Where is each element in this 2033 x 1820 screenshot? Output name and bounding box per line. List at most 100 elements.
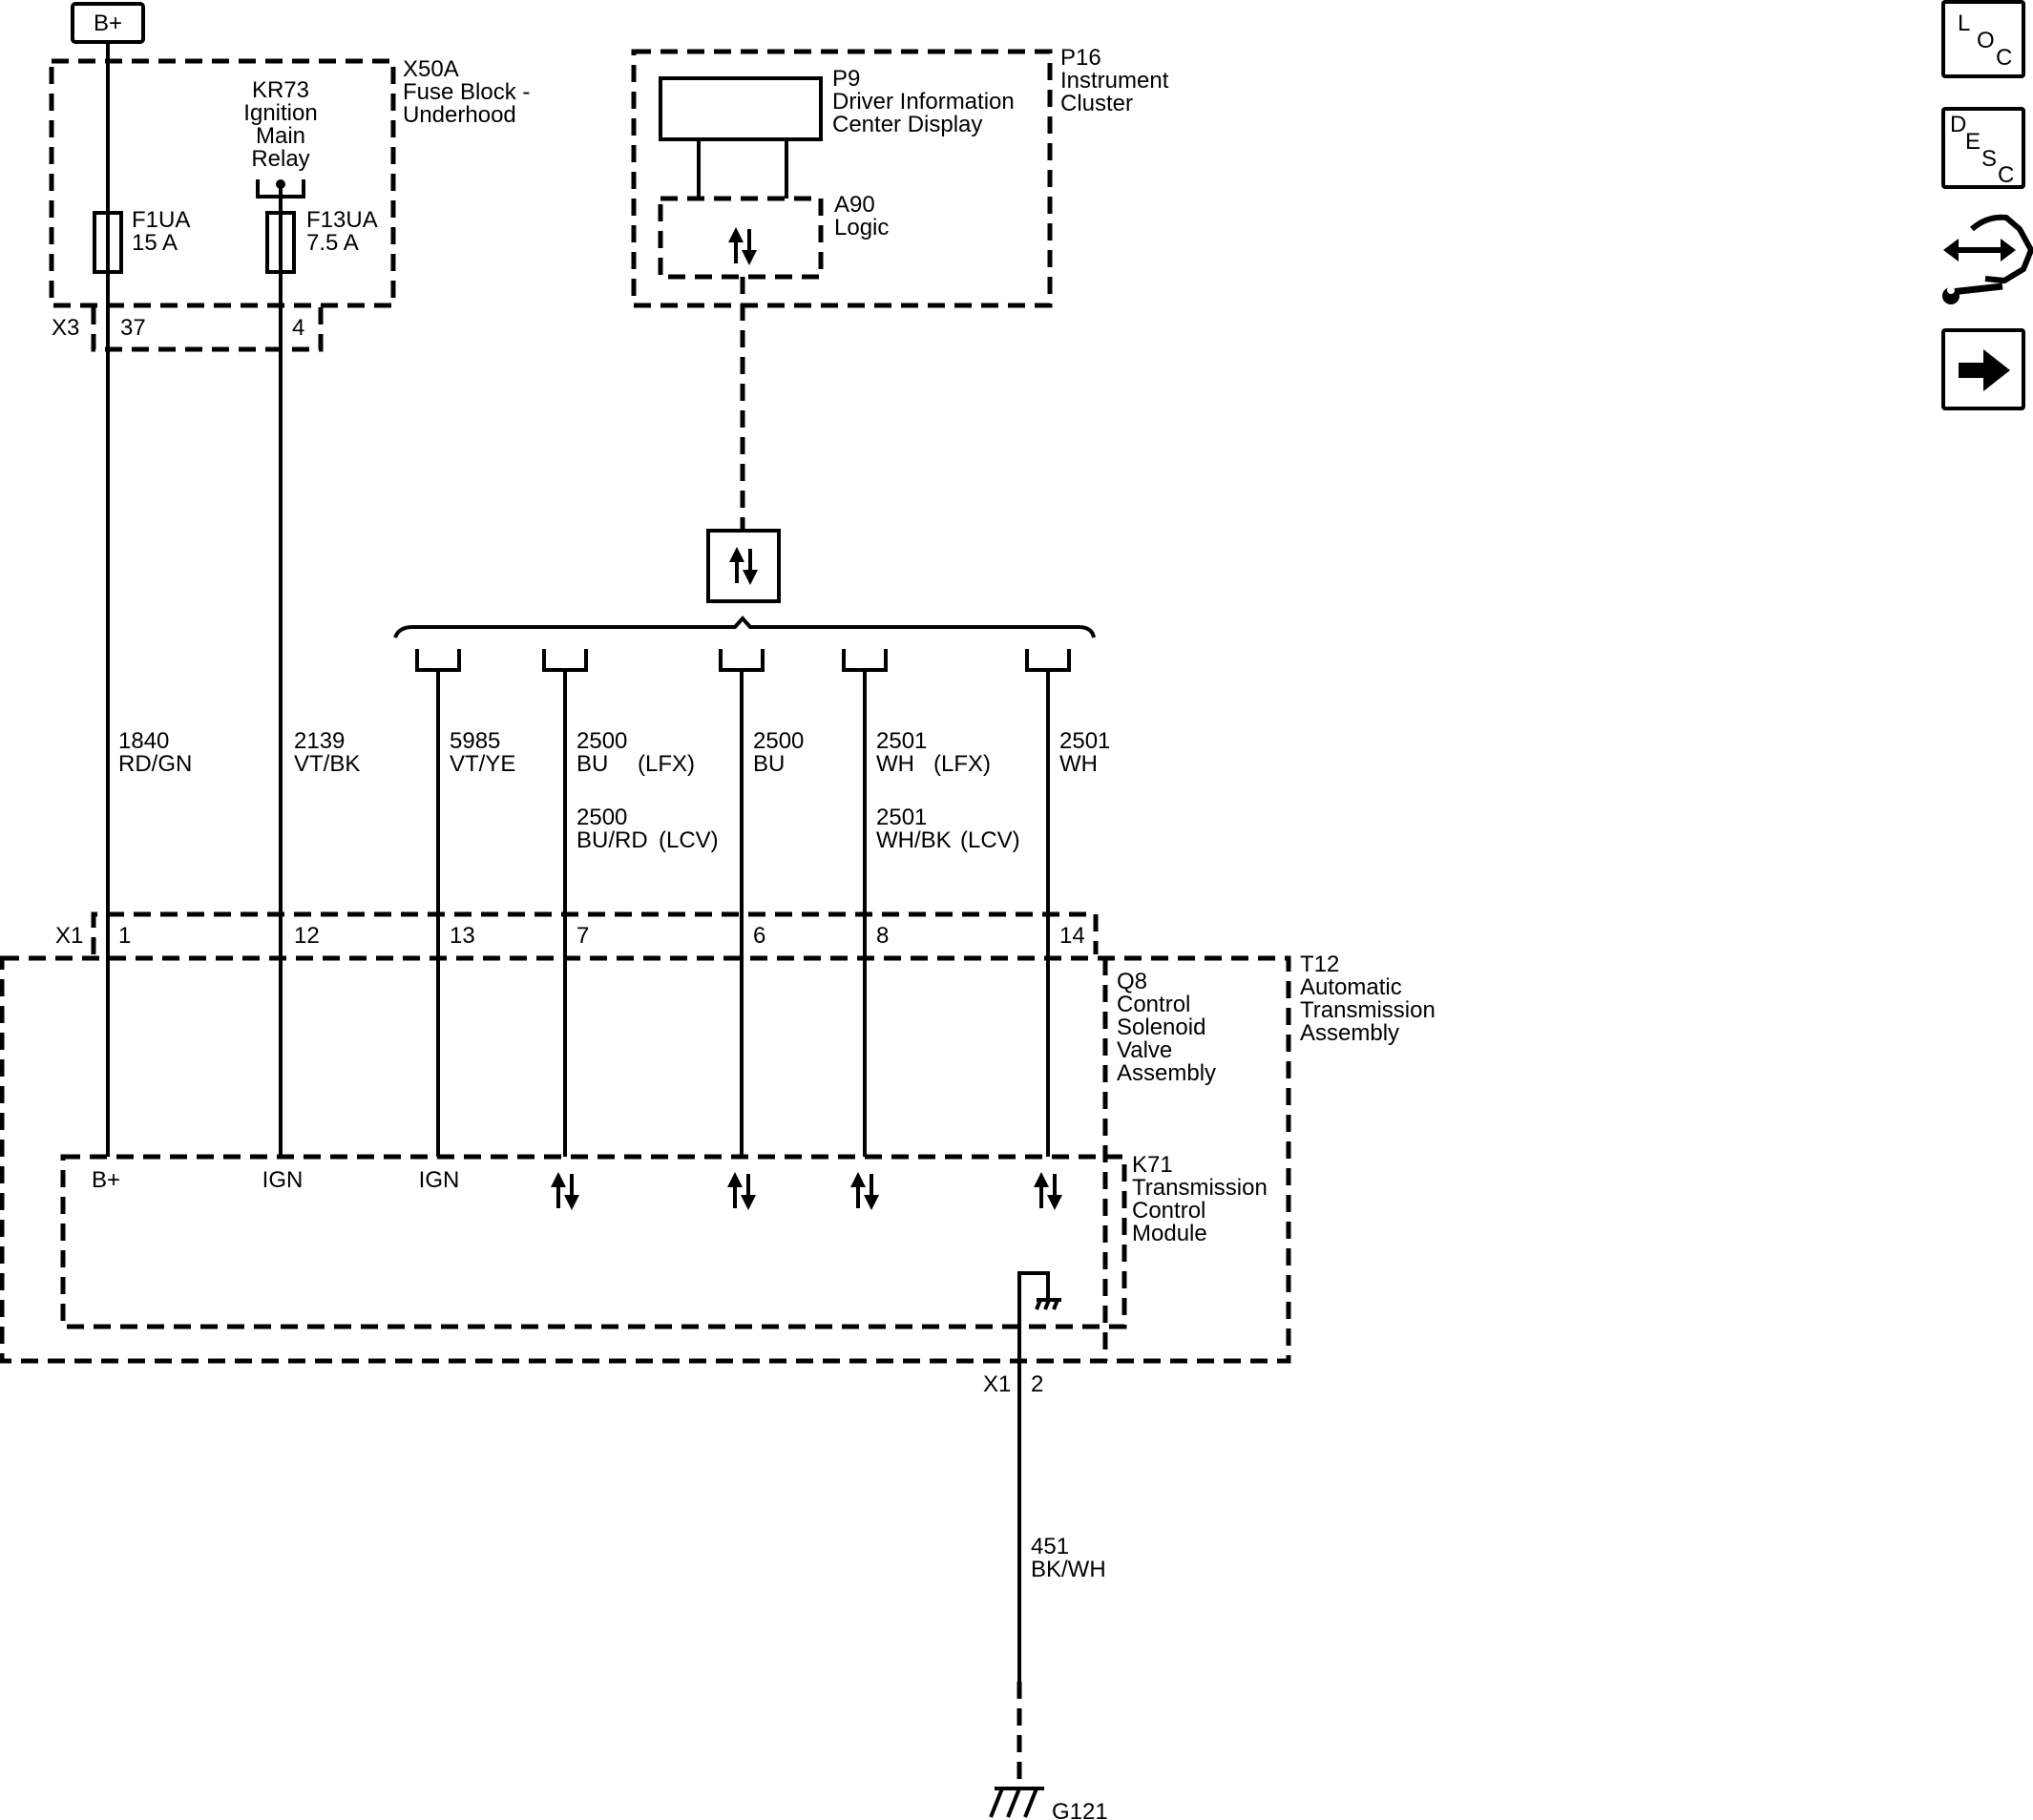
wire-2501-lfx-variant: (LFX) <box>933 751 991 777</box>
tcm-name-line1: Transmission <box>1132 1175 1268 1201</box>
x3-pin-37: 37 <box>120 315 146 341</box>
next-button[interactable] <box>1941 328 2025 410</box>
transmission-ref: T12 <box>1300 952 1339 977</box>
driver-info-display-icon <box>659 76 823 141</box>
transmission-control-module: K71 Transmission Control Module B+ IGN I… <box>60 1152 1268 1361</box>
transmission-name-line3: Assembly <box>1300 1020 1399 1046</box>
desc-button-icon[interactable] <box>1941 107 2025 189</box>
wire-labels: 1840 RD/GN 2139 VT/BK 5985 VT/YE 2500 BU… <box>118 728 1110 853</box>
x1-connector: X1 1 12 13 7 6 8 14 <box>55 911 1099 954</box>
svg-text:E: E <box>1965 129 1981 155</box>
cluster-ref: P16 <box>1060 45 1101 71</box>
x1-pin-8: 8 <box>876 923 889 949</box>
wire-2500-lcv-variant: (LCV) <box>659 827 719 853</box>
connector-wrench-button[interactable] <box>1942 214 2033 304</box>
ground-wire-color: BK/WH <box>1031 1557 1106 1582</box>
transmission-name-line1: Automatic <box>1300 974 1402 1000</box>
transmission-name-line2: Transmission <box>1300 997 1436 1023</box>
loc-button-icon[interactable] <box>1941 0 2025 78</box>
wire-2500-lcv-circuit: 2500 <box>576 805 627 830</box>
svg-text:C: C <box>1998 162 2014 188</box>
display-ref: P9 <box>832 66 860 92</box>
x1-pin-12: 12 <box>294 923 320 949</box>
fuse-block-name-line2: Underhood <box>403 102 516 128</box>
wire-2500-lfx-variant: (LFX) <box>638 751 695 777</box>
x1-connector-label: X1 <box>55 923 83 949</box>
display-name-line2: Center Display <box>832 112 982 137</box>
fuse2-ref: F13UA <box>306 207 378 233</box>
logic-name: Logic <box>834 215 889 241</box>
automatic-transmission-assembly: T12 Automatic Transmission Assembly Q8 C… <box>0 952 1436 1364</box>
fuse1-ref: F1UA <box>132 207 190 233</box>
display-name-line1: Driver Information <box>832 89 1015 115</box>
tcm-terminal-bplus: B+ <box>92 1167 120 1193</box>
fuse-block-ref: X50A <box>403 56 459 82</box>
tcm-ref: K71 <box>1132 1152 1173 1178</box>
tcm-terminal-ign-2: IGN <box>419 1167 460 1193</box>
tcm-serial-data-icon <box>1032 1170 1064 1212</box>
x3-connector-label: X3 <box>52 315 79 341</box>
ground-wire-circuit: 451 <box>1031 1534 1069 1559</box>
battery-power-source: B+ <box>71 2 145 44</box>
wire-2500-lfx-circuit: 2500 <box>576 728 627 754</box>
x1-pin-13: 13 <box>450 923 475 949</box>
wire-2500-lfx-color: BU <box>576 751 608 777</box>
cluster-name-line1: Instrument <box>1060 68 1169 94</box>
tcm-serial-data-icon <box>549 1170 581 1212</box>
x1-pin-7: 7 <box>576 923 589 949</box>
connector-wrench-icon[interactable] <box>1942 214 2033 304</box>
wire-2501-lfx-circuit: 2501 <box>876 728 927 754</box>
next-arrow-icon[interactable] <box>1941 328 2025 410</box>
wire-2139-circuit: 2139 <box>294 728 345 754</box>
svg-text:D: D <box>1950 112 1966 137</box>
serial-data-bus-icon <box>706 529 781 603</box>
wire-2500-circuit: 2500 <box>753 728 804 754</box>
relay-name-line1: Ignition <box>243 100 317 126</box>
fuse-block-name-line1: Fuse Block - <box>403 79 530 105</box>
ground-pin: 2 <box>1031 1371 1043 1397</box>
tcm-ground-icon <box>1017 1271 1050 1361</box>
solenoid-name-line1: Control <box>1117 992 1190 1017</box>
fuse1-rating: 15 A <box>132 230 178 256</box>
wire-2500-lcv-color: BU/RD <box>576 827 648 853</box>
x1-pin-1: 1 <box>118 923 131 949</box>
wire-2501-circuit: 2501 <box>1059 728 1110 754</box>
wire-5985-color: VT/YE <box>450 751 515 777</box>
tcm-name-line2: Control <box>1132 1198 1205 1224</box>
relay-ref: KR73 <box>252 77 309 103</box>
wire-2500-color: BU <box>753 751 785 777</box>
x3-pin-4: 4 <box>292 315 304 341</box>
relay-name-line3: Relay <box>251 146 309 172</box>
battery-label: B+ <box>94 10 122 36</box>
x1-pin-6: 6 <box>753 923 765 949</box>
data-bus-brace <box>393 615 1096 638</box>
loc-button[interactable]: L O C <box>1941 0 2025 78</box>
logic-ref: A90 <box>834 192 875 218</box>
wire-2501-lcv-circuit: 2501 <box>876 805 927 830</box>
ground-connector-label: X1 <box>983 1371 1011 1397</box>
wire-1840-color: RD/GN <box>118 751 192 777</box>
instrument-cluster: P16 Instrument Cluster P9 Driver Informa… <box>631 45 1169 308</box>
wire-5985-circuit: 5985 <box>450 728 500 754</box>
tcm-serial-data-icon <box>849 1170 881 1212</box>
wire-2501-lcv-color: WH/BK <box>876 827 952 853</box>
relay-name-line2: Main <box>256 123 305 149</box>
ground-ref: G121 <box>1052 1799 1108 1820</box>
tcm-terminal-ign-1: IGN <box>262 1167 304 1193</box>
fuse2-rating: 7.5 A <box>306 230 359 256</box>
svg-text:S: S <box>1981 146 1997 172</box>
desc-button[interactable]: D E S C <box>1941 107 2025 189</box>
wire-2501-lfx-color: WH <box>876 751 914 777</box>
tcm-serial-data-icon <box>725 1170 758 1212</box>
logic-bidirectional-icon <box>726 225 759 267</box>
solenoid-ref: Q8 <box>1117 969 1147 994</box>
svg-text:C: C <box>1996 45 2012 71</box>
cluster-name-line2: Cluster <box>1060 91 1133 116</box>
solenoid-name-line3: Valve <box>1117 1037 1172 1063</box>
wire-2501-lcv-variant: (LCV) <box>960 827 1020 853</box>
solenoid-name-line2: Solenoid <box>1117 1015 1205 1040</box>
svg-text:O: O <box>1977 28 1995 53</box>
circuit-wires <box>106 42 1050 1157</box>
solenoid-name-line4: Assembly <box>1117 1060 1216 1086</box>
